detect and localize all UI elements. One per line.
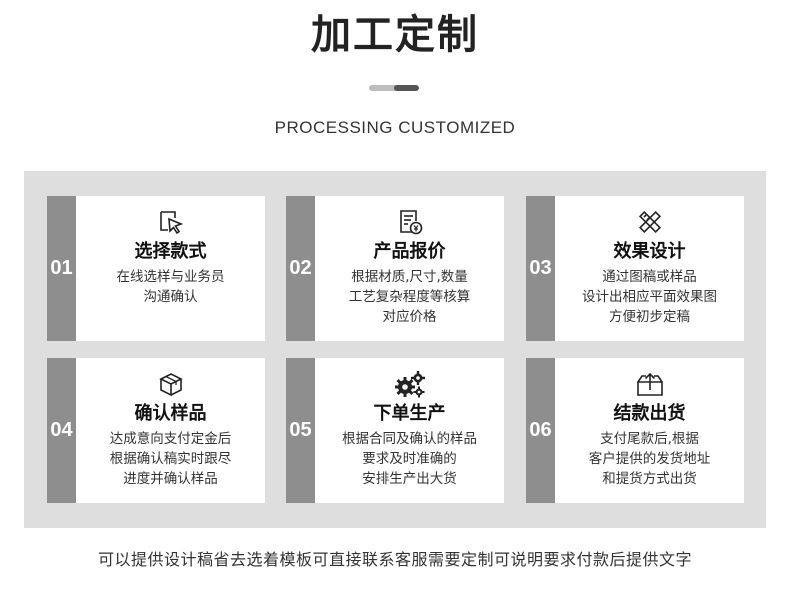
- step-number: 02: [286, 196, 315, 341]
- process-steps-panel: 01 选择款式 在线选样与业务员 沟通确认 02: [24, 171, 766, 528]
- step-description: 支付尾款后,根据 客户提供的发货地址 和提货方式出货: [555, 429, 744, 489]
- step-description-line: 在线选样与业务员: [116, 269, 225, 285]
- step-description-line: 要求及时准确的: [362, 451, 457, 467]
- step-card-01: 01 选择款式 在线选样与业务员 沟通确认: [47, 196, 265, 341]
- sample-box-icon: [76, 370, 265, 398]
- step-number: 03: [526, 196, 555, 341]
- gears-icon: [315, 370, 504, 398]
- step-description-line: 安排生产出大货: [362, 471, 457, 487]
- step-description-line: 工艺复杂程度等核算: [348, 289, 471, 305]
- step-description: 达成意向支付定金后 根据确认稿实时跟尽 进度并确认样品: [76, 429, 265, 489]
- step-description: 通过图稿或样品 设计出相应平面效果图 方便初步定稿: [555, 267, 744, 327]
- step-description-line: 客户提供的发货地址: [588, 451, 711, 467]
- step-card-06: 06 结款出货 支付尾款后,根据 客户提供的发货地址 和提货方式出货: [526, 358, 744, 503]
- step-description-line: 设计出相应平面效果图: [582, 289, 717, 305]
- step-description-line: 达成意向支付定金后: [109, 431, 232, 447]
- step-description-line: 和提货方式出货: [602, 471, 697, 487]
- step-title: 下单生产: [373, 403, 446, 424]
- page-subtitle: PROCESSING CUSTOMIZED: [274, 118, 516, 137]
- title-divider: [369, 85, 419, 91]
- step-description-line: 根据材质,尺寸,数量: [351, 269, 468, 285]
- shipping-box-icon: [555, 370, 744, 398]
- step-title: 效果设计: [613, 241, 686, 262]
- step-title: 结款出货: [613, 403, 686, 424]
- step-description: 根据合同及确认的样品 要求及时准确的 安排生产出大货: [315, 429, 504, 489]
- step-description-line: 对应价格: [382, 309, 437, 325]
- step-card-05: 05: [286, 358, 504, 503]
- step-card-03: 03 效果设计 通过图稿或样品 设计出相应平面效果图 方便初步定稿: [526, 196, 744, 341]
- price-document-icon: [315, 208, 504, 236]
- footer-note: 可以提供设计稿省去选着模板可直接联系客服需要定制可说明要求付款后提供文字: [97, 550, 692, 569]
- step-card-02: 02 产品报价 根据材质,尺寸,数量 工艺复杂程度等核算 对应价格: [286, 196, 504, 341]
- step-description-line: 方便初步定稿: [609, 309, 690, 325]
- step-title: 产品报价: [373, 241, 446, 262]
- step-number: 05: [286, 358, 315, 503]
- cursor-select-icon: [76, 208, 265, 236]
- page-title: 加工定制: [311, 12, 479, 58]
- step-description-line: 根据合同及确认的样品: [342, 431, 477, 447]
- step-number: 06: [526, 358, 555, 503]
- step-description: 在线选样与业务员 沟通确认: [76, 267, 265, 307]
- step-number: 04: [47, 358, 76, 503]
- step-card-04: 04 确认样品 达成意向支付定金后 根据确认稿实时跟尽 进度并确认样品: [47, 358, 265, 503]
- step-description-line: 沟通确认: [143, 289, 198, 305]
- step-title: 确认样品: [134, 403, 207, 424]
- step-description-line: 通过图稿或样品: [602, 269, 697, 285]
- design-tools-icon: [555, 208, 744, 236]
- step-description-line: 根据确认稿实时跟尽: [109, 451, 232, 467]
- step-description-line: 支付尾款后,根据: [600, 431, 699, 447]
- step-description-line: 进度并确认样品: [123, 471, 218, 487]
- step-description: 根据材质,尺寸,数量 工艺复杂程度等核算 对应价格: [315, 267, 504, 327]
- step-title: 选择款式: [134, 241, 207, 262]
- step-number: 01: [47, 196, 76, 341]
